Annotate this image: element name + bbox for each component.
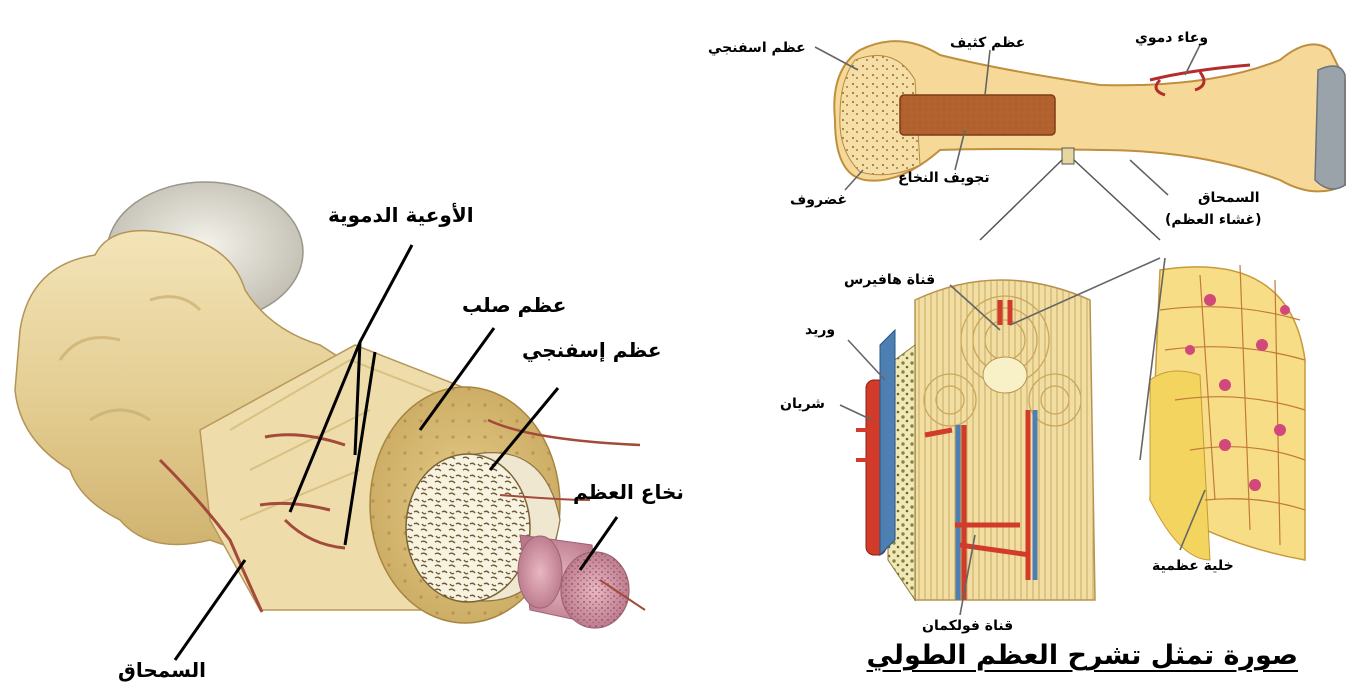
- label-periosteum-left: السمحاق: [118, 658, 206, 682]
- label-haversian-canal: قناة هافيرس: [844, 272, 935, 288]
- label-spongy-bone: عظم إسفنجي: [522, 338, 662, 362]
- label-cartilage: غضروف: [790, 192, 847, 208]
- label-bone-marrow: نخاع العظم: [573, 480, 684, 504]
- label-marrow-cavity: تجويف النخاع: [898, 170, 990, 186]
- left-bone-diagram: [15, 182, 645, 660]
- label-bone-cell: خلية عظمية: [1152, 558, 1234, 574]
- right-bone-diagram: [815, 41, 1345, 615]
- label-periosteum-right-line2: (غشاء العظم): [1165, 212, 1261, 228]
- label-vein: وريد: [805, 322, 835, 338]
- label-blood-vessels: الأوعية الدموية: [328, 203, 474, 227]
- label-spongy-bone-right: عظم اسفنجي: [708, 40, 806, 56]
- label-compact-bone-right: عظم كثيف: [950, 35, 1025, 51]
- label-blood-vessel: وعاء دموي: [1135, 30, 1208, 46]
- label-artery: شريان: [780, 396, 825, 412]
- diagram-caption: صورة تمثل تشرح العظم الطولي: [878, 640, 1298, 671]
- label-volkmann-canal: قناة فولكمان: [922, 618, 1013, 634]
- label-periosteum-right-line1: السمحاق: [1198, 190, 1260, 206]
- label-compact-bone: عظم صلب: [462, 293, 566, 317]
